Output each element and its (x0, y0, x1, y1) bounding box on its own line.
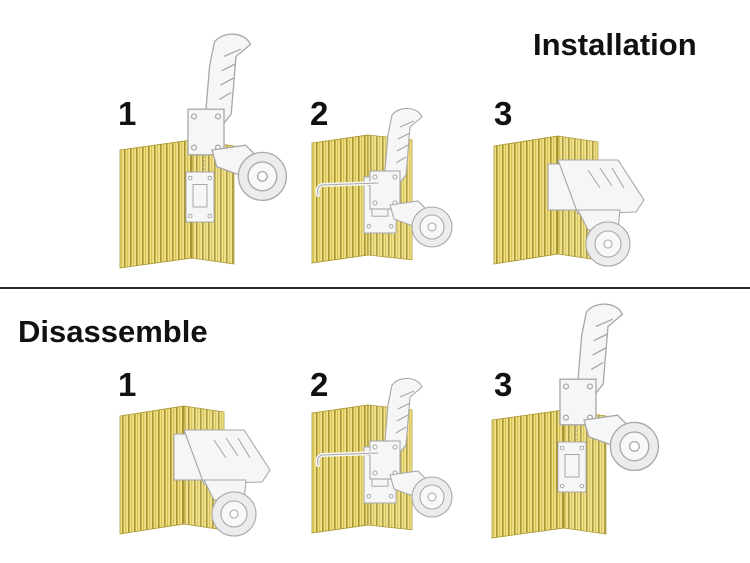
caster-wheel-bracket-icon (187, 33, 288, 202)
corrugated-panel-left-face (311, 404, 369, 534)
disassemble-step-2-number: 2 (310, 366, 329, 403)
installation-title: Installation (533, 27, 697, 62)
installation-step-2-illustration (292, 105, 472, 265)
installation-step-2-number: 2 (310, 95, 329, 132)
caster-wheel-bracket-folded-icon (173, 429, 271, 537)
caster-wheel-bracket-icon (369, 107, 453, 248)
disassemble-step-1-illustration (104, 390, 284, 550)
caster-wheel-bracket-icon (369, 377, 453, 518)
corrugated-panel-left-face (311, 134, 369, 264)
disassemble-step-1-number: 1 (118, 366, 137, 403)
caster-wheel-bracket-folded-icon (547, 159, 645, 267)
mounting-plate-icon (185, 171, 215, 223)
disassemble-title: Disassemble (18, 314, 208, 349)
disassemble-step-3-illustration (472, 290, 662, 539)
installation-step-1-number: 1 (118, 95, 137, 132)
section-divider (0, 287, 750, 289)
mounting-plate-icon (557, 441, 587, 493)
disassemble-step-2-illustration (292, 375, 472, 535)
caster-wheel-bracket-icon (559, 303, 660, 472)
corrugated-panel-left-face (119, 139, 193, 269)
disassemble-step-3-number: 3 (494, 366, 513, 403)
corrugated-panel-left-face (491, 409, 565, 539)
installation-step-1-illustration (100, 20, 290, 269)
installation-step-3-number: 3 (494, 95, 513, 132)
installation-step-3-illustration (478, 120, 658, 280)
